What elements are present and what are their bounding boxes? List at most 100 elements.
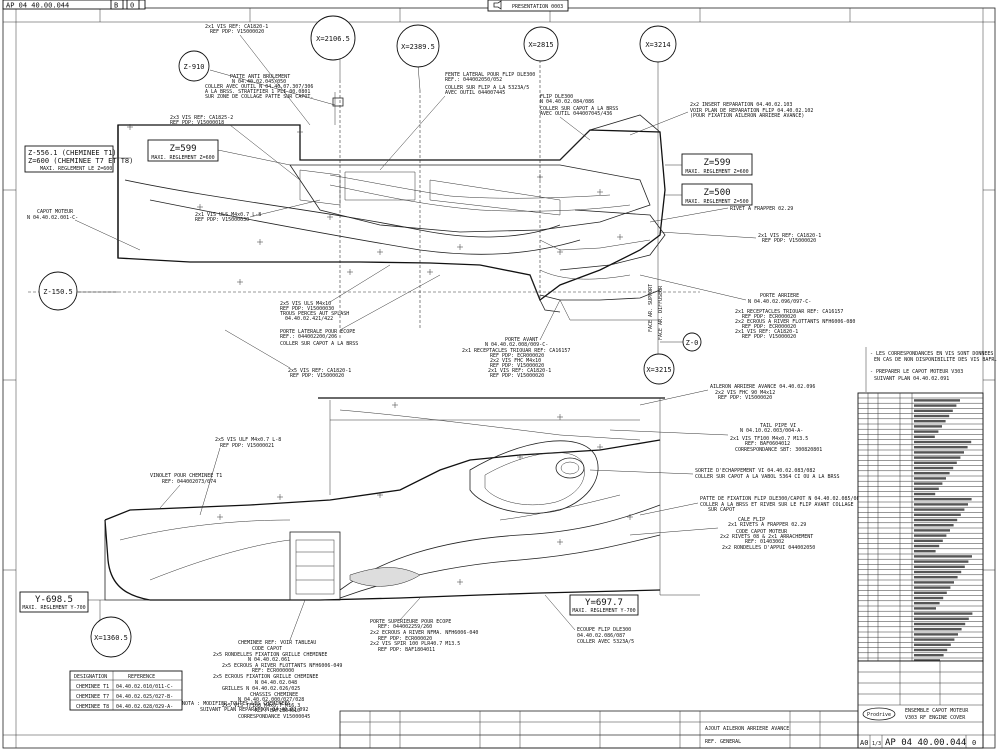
note-n21: SORTIE D'ECHAPPEMENT VI 04.40.02.083/082… [589, 468, 840, 480]
note-line: SUR CAPOT [708, 507, 735, 513]
note-line: 2x2 ECROUS A RIVER FLOTTANTS NFH6006-080 [735, 319, 855, 325]
note-line: N 04.40.02.001-C- [27, 215, 78, 221]
callout-label: X=3214 [645, 41, 670, 49]
parts-list-entry [914, 529, 950, 532]
note-n20: VINOLET POUR CHEMINEE T1 REF: 044002073/… [150, 473, 222, 509]
note-line: 2x1 VIS REF: CA1820-1 [488, 368, 551, 374]
note-line: SORTIE D'ECHAPPEMENT VI 04.40.02.083/082 [695, 468, 815, 474]
table-cell: CHEMINEE T8 [76, 704, 109, 710]
note-line: REF PDP: ECR000020 [742, 314, 796, 320]
parts-list-entry [914, 581, 954, 584]
side-notes: - LES CORRESPONDANCES EN VIS SONT DONNEE… [865, 347, 997, 392]
box-line: Y-698.5 [35, 595, 73, 605]
note-line: PATTE DE FIXATION FLIP DLE300/CAPOT N 04… [700, 496, 863, 502]
callout-label: Z-0 [686, 339, 699, 347]
note-line: 04.40.02.421/422 [285, 316, 333, 322]
note-line: N 04.40.02.000/027/028 [238, 697, 304, 703]
note-line: COLLER SUR CAPOT A LA BRSS [280, 341, 358, 347]
note-line: 2x2 VIS FHC M4x10 [490, 358, 541, 364]
note-line: TROUS PERCES AUT SPLASH [280, 311, 349, 317]
parts-list-entry [914, 602, 940, 605]
title-rev: 0 [972, 739, 976, 747]
parts-list-entry [914, 414, 950, 418]
header-stamp: PRESENTATION 0003 [487, 0, 569, 12]
note-line: REF PDP: V15000020 [490, 363, 544, 369]
note-line: REF PDP: V15000020 [762, 238, 816, 244]
box-z599-right: Z=599 MAXI. REGLEMENT Z=600 [665, 153, 753, 176]
callout-label: Z-150.5 [43, 288, 73, 296]
box-line: Z=599 [169, 144, 196, 154]
parts-list-entry [914, 570, 962, 574]
note-line: 2x1 RECEPTACLES TRIOUAR REF: CA16157 [735, 309, 843, 315]
note-line: 2x2 RIVETS 08 & 2x1 ARRACHEMENT [720, 534, 813, 540]
parts-list-entry [914, 498, 972, 501]
note-line: REF PDP: V15000020 [290, 373, 344, 379]
parts-list-entry [914, 643, 951, 646]
parts-list-entry [914, 477, 946, 480]
callout-z0: Z-0 [660, 332, 702, 352]
box-line: MAXI. REGLEMENT Z=600 [685, 169, 748, 175]
parts-list-entry [914, 513, 961, 516]
note-line: VINOLET POUR CHEMINEE T1 [150, 473, 222, 479]
note-n23: CALE FLIP 2x1 RIVETS A FRAPPER 02.29 COD… [629, 517, 815, 551]
callout-x2815: X=2815 [523, 26, 559, 62]
parts-list-entry [914, 586, 951, 589]
note-n15: 2x5 VIS REF: CA1820-1 REF PDP: V15000020 [224, 329, 351, 379]
parts-list-entry [914, 430, 939, 433]
designation-table: DESIGNATION REFERENCE CHEMINEE T1 04.40.… [69, 670, 183, 711]
callout-x1360: X=1360.5 [90, 616, 132, 658]
box-y697: Y=697.7 MAXI. REGLEMENT Y-700 [569, 594, 639, 616]
note-line: CAPOT MOTEUR [37, 209, 74, 215]
parts-list-entry [914, 487, 939, 490]
note-line: 2x1 VIS REF: CA1820-1 [735, 329, 798, 335]
note-line: REF: 044002073/074 [162, 479, 216, 485]
table-header: DESIGNATION [74, 674, 107, 680]
note-line: AILERON ARRIERE AVANCE 04.40.02.096 [710, 384, 815, 390]
note-n6: 2x3 VIS REF: CA1825-2 REF PDP: V15000018 [170, 115, 301, 181]
box-line: MAXI. REGLEMENT Z=500 [685, 199, 748, 205]
company-name: Prodrive [867, 712, 891, 718]
note-line: CODE CAPOT MOTEUR [736, 529, 788, 535]
company-logo [862, 707, 896, 721]
note-n26: ECOUPE FLIP DLE300 04.40.02.086/087 COLL… [544, 594, 634, 645]
callout-x2106: X=2106.5 [310, 15, 356, 80]
note-line: REF: 01403002 [745, 539, 784, 545]
note-line: N 04.40.02.045/050 [232, 79, 286, 85]
box-line: MAXI. REGLEMENT Z=600 [151, 155, 214, 161]
parts-list-entry [914, 446, 968, 449]
note-line: REF PDP: BAF1804011 [378, 647, 435, 653]
note-line: REF PDP: V15000030 [280, 306, 334, 312]
header-stamp-text: PRESENTATION 0003 [512, 4, 563, 10]
title-doc-number: AP 04 40.00.044 [885, 738, 966, 748]
note-line: 2x2 RONDELLES D'APPUI 044002050 [722, 545, 815, 551]
parts-list-entry [914, 617, 969, 620]
title-block: Prodrive ENSEMBLE CAPOT MOTEUR V303 RF E… [857, 660, 984, 749]
parts-list-entry [914, 534, 947, 537]
note-n3: FENTE LATERAL POUR FLIP DLE300 REF.: 044… [379, 72, 535, 171]
note-line: REF PDP: ECR000020 [378, 636, 432, 642]
note-line: 2x5 VIS REF: CA1820-1 [288, 368, 351, 374]
parts-list-entry [914, 565, 965, 568]
parts-list-entry [914, 560, 969, 563]
note-line: 2x1 VIS REF: CA1820-1 [758, 233, 821, 239]
note-line: CODE CAPOT [252, 646, 282, 652]
note-n27: NOTA : MODIFIER TOUTES LES CHEMINEES SUI… [182, 701, 308, 713]
note-line: REF PDP: V15000020 [490, 373, 544, 379]
note-line: 2x1 VIS TF100 M4x0.7 M13.5 [730, 436, 808, 442]
box-line: MAXI. REGLEMENT Y-700 [572, 608, 635, 614]
note-n12: PORTE LATERALE POUR ECOPE REF.: 04400220… [280, 274, 441, 347]
note-n11: 2x5 VIS ULS M4x10 REF PDP: V15000030 TRO… [280, 264, 391, 322]
parts-list-entry [914, 628, 962, 631]
note-n22: PATTE DE FIXATION FLIP DLE300/CAPOT N 04… [639, 496, 863, 516]
circle-callouts: X=2106.5 X=2389.5 X=2815 X=3214 Z-910 Z-… [38, 15, 702, 658]
box-line: Z-556.1 (CHEMINEE T1) [28, 149, 117, 157]
note-line: 2x2 INSERT REPARATION 04.40.02.103 [690, 102, 792, 108]
note-line: REF PDP: V15000020 [718, 395, 772, 401]
table-header: REFERENCE [128, 674, 155, 680]
parts-list-entry [914, 518, 958, 522]
parts-list-entry [914, 425, 942, 428]
parts-list-entry [914, 472, 950, 475]
note-line: N 04.40.02.048 [255, 680, 297, 686]
sheet-number: 1/3 [872, 741, 881, 747]
note-line: CALE FLIP [738, 517, 765, 523]
